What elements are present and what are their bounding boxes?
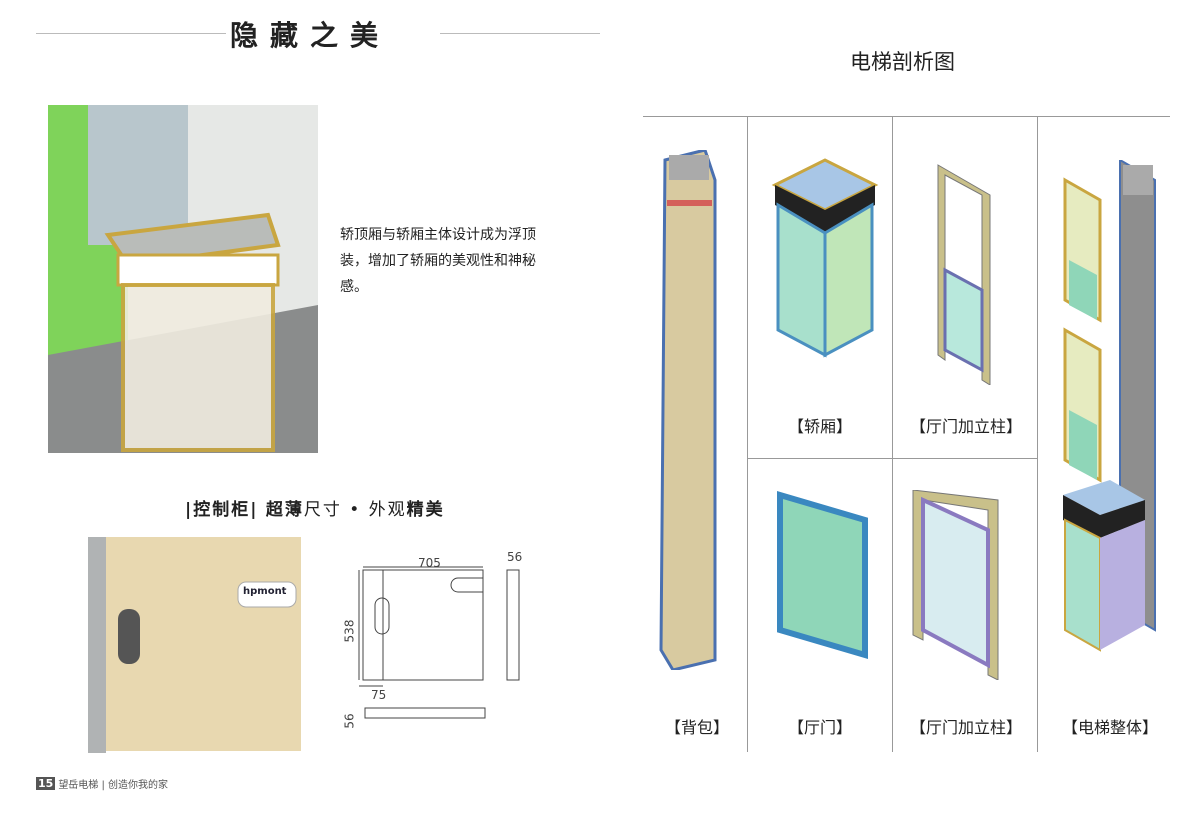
label-backpack: 【背包】 — [664, 718, 730, 737]
title-rule-right — [440, 33, 600, 34]
grid-divider — [747, 116, 748, 752]
elevator-car-photo — [48, 105, 318, 453]
label-car: 【轿厢】 — [787, 417, 853, 436]
whole-elevator-illustration — [1063, 160, 1156, 652]
dim-offset: 75 — [371, 688, 387, 702]
dim-depth-bottom: 56 — [342, 713, 357, 729]
label-door-column: 【厅门加立柱】 — [909, 417, 1023, 436]
grid-divider — [1037, 116, 1038, 752]
grid-divider — [892, 116, 893, 752]
door-illustration — [777, 490, 868, 660]
dim-width: 705 — [418, 556, 441, 570]
door-column-illustration-2 — [912, 490, 999, 680]
page-title-right: 电梯剖析图 — [850, 50, 955, 74]
dim-depth-top: 56 — [507, 550, 523, 564]
cabinet-dimension-drawing — [358, 566, 520, 719]
backpack-illustration — [659, 150, 717, 670]
grid-top-rule — [643, 116, 1170, 117]
cabinet-heading: |控制柜| 超薄尺寸 • 外观精美 — [185, 500, 445, 520]
title-rule-left — [36, 33, 226, 34]
dim-height: 538 — [342, 619, 357, 643]
brand-logo: hpmont — [243, 586, 287, 597]
grid-divider — [747, 458, 1038, 459]
door-column-illustration — [937, 164, 991, 385]
car-description: 轿顶厢与轿厢主体设计成为浮顶装，增加了轿厢的美观性和神秘感。 — [340, 227, 536, 295]
label-whole-elevator: 【电梯整体】 — [1061, 718, 1159, 737]
control-cabinet-photo — [88, 537, 301, 753]
page-title-left: 隐藏之美 — [230, 19, 391, 52]
label-door: 【厅门】 — [787, 718, 853, 737]
car-illustration — [771, 158, 879, 358]
label-door-column-2: 【厅门加立柱】 — [909, 718, 1023, 737]
